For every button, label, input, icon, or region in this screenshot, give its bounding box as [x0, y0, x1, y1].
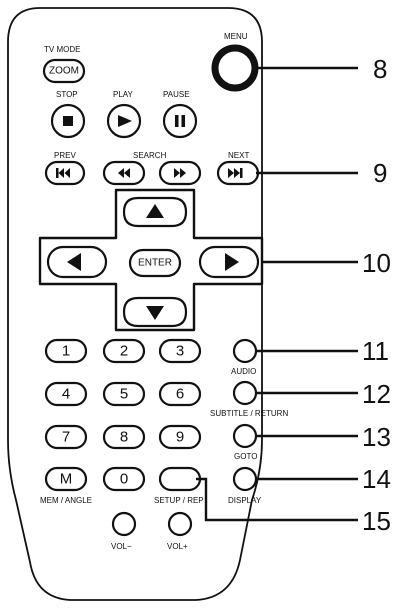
key-m-label: M [60, 471, 73, 488]
pause-button[interactable] [162, 103, 198, 139]
fast-forward-icon [174, 168, 186, 178]
vol-plus-button[interactable] [167, 511, 193, 537]
search-label: SEARCH [133, 151, 167, 160]
callout-14: 14 [362, 464, 391, 494]
setup-rep-label: SETUP / REP [154, 496, 204, 505]
prev-button[interactable] [44, 160, 86, 186]
play-button[interactable] [106, 103, 142, 139]
stop-label: STOP [56, 90, 78, 99]
key-1-label: 1 [62, 343, 70, 360]
down-arrow-icon [146, 306, 164, 320]
callout-8: 8 [373, 54, 387, 84]
zoom-label: ZOOM [49, 66, 79, 77]
next-button[interactable] [216, 160, 260, 186]
fast-forward-button[interactable] [158, 160, 202, 186]
key-8-label: 8 [120, 429, 128, 446]
key-4[interactable]: 4 [44, 381, 88, 407]
callout-9: 9 [373, 158, 387, 188]
key-3-label: 3 [176, 343, 184, 360]
key-5-label: 5 [120, 386, 128, 403]
enter-button[interactable]: ENTER [128, 248, 182, 278]
key-9-label: 9 [176, 429, 184, 446]
next-label: NEXT [228, 151, 249, 160]
enter-label: ENTER [138, 258, 172, 269]
key-4-label: 4 [62, 386, 70, 403]
menu-label: MENU [224, 32, 248, 41]
play-icon [118, 115, 132, 127]
right-button[interactable] [198, 245, 260, 279]
prev-icon [56, 168, 70, 178]
subtitle-return-button[interactable] [232, 380, 258, 406]
rewind-icon [118, 168, 130, 178]
vol-minus-button[interactable] [111, 511, 137, 537]
up-arrow-icon [146, 204, 164, 218]
down-button[interactable] [122, 296, 188, 328]
audio-label: AUDIO [231, 367, 256, 376]
pause-label: PAUSE [163, 90, 190, 99]
vol-minus-label: VOL− [111, 542, 132, 551]
goto-label: GOTO [234, 452, 257, 461]
callout-13: 13 [362, 422, 391, 452]
key-0[interactable]: 0 [102, 466, 146, 492]
key-6[interactable]: 6 [158, 381, 202, 407]
key-5[interactable]: 5 [102, 381, 146, 407]
key-0-label: 0 [120, 471, 128, 488]
key-6-label: 6 [176, 386, 184, 403]
navigation-pad [38, 188, 264, 332]
callout-11: 11 [362, 336, 389, 366]
callout-15: 15 [362, 506, 391, 536]
display-label: DISPLAY [228, 496, 262, 505]
key-7[interactable]: 7 [44, 424, 88, 450]
right-arrow-icon [225, 253, 239, 271]
key-3[interactable]: 3 [158, 338, 202, 364]
prev-label: PREV [54, 151, 76, 160]
stop-icon [63, 116, 73, 126]
callout-12: 12 [362, 379, 391, 409]
key-8[interactable]: 8 [102, 424, 146, 450]
callout-10: 10 [362, 248, 391, 278]
key-9[interactable]: 9 [158, 424, 202, 450]
vol-plus-label: VOL+ [167, 542, 188, 551]
key-1[interactable]: 1 [44, 338, 88, 364]
mem-angle-button[interactable]: M [44, 466, 88, 492]
key-7-label: 7 [62, 429, 70, 446]
stop-button[interactable] [50, 103, 86, 139]
leader-15 [196, 477, 358, 522]
key-2[interactable]: 2 [102, 338, 146, 364]
display-button[interactable] [232, 466, 258, 492]
menu-button[interactable] [211, 44, 259, 92]
zoom-button[interactable]: ZOOM [42, 58, 86, 84]
setup-rep-button[interactable] [158, 466, 202, 492]
play-label: PLAY [113, 90, 134, 99]
rewind-button[interactable] [102, 160, 146, 186]
tv-mode-label: TV MODE [44, 45, 80, 54]
audio-button[interactable] [232, 338, 258, 364]
goto-button[interactable] [232, 423, 258, 449]
next-icon [228, 168, 243, 178]
mem-angle-label: MEM / ANGLE [40, 496, 92, 505]
pause-icon [175, 115, 185, 127]
subtitle-return-label: SUBTITLE / RETURN [210, 409, 288, 418]
left-arrow-icon [67, 253, 81, 271]
key-2-label: 2 [120, 343, 128, 360]
left-button[interactable] [46, 245, 108, 279]
up-button[interactable] [122, 196, 188, 228]
